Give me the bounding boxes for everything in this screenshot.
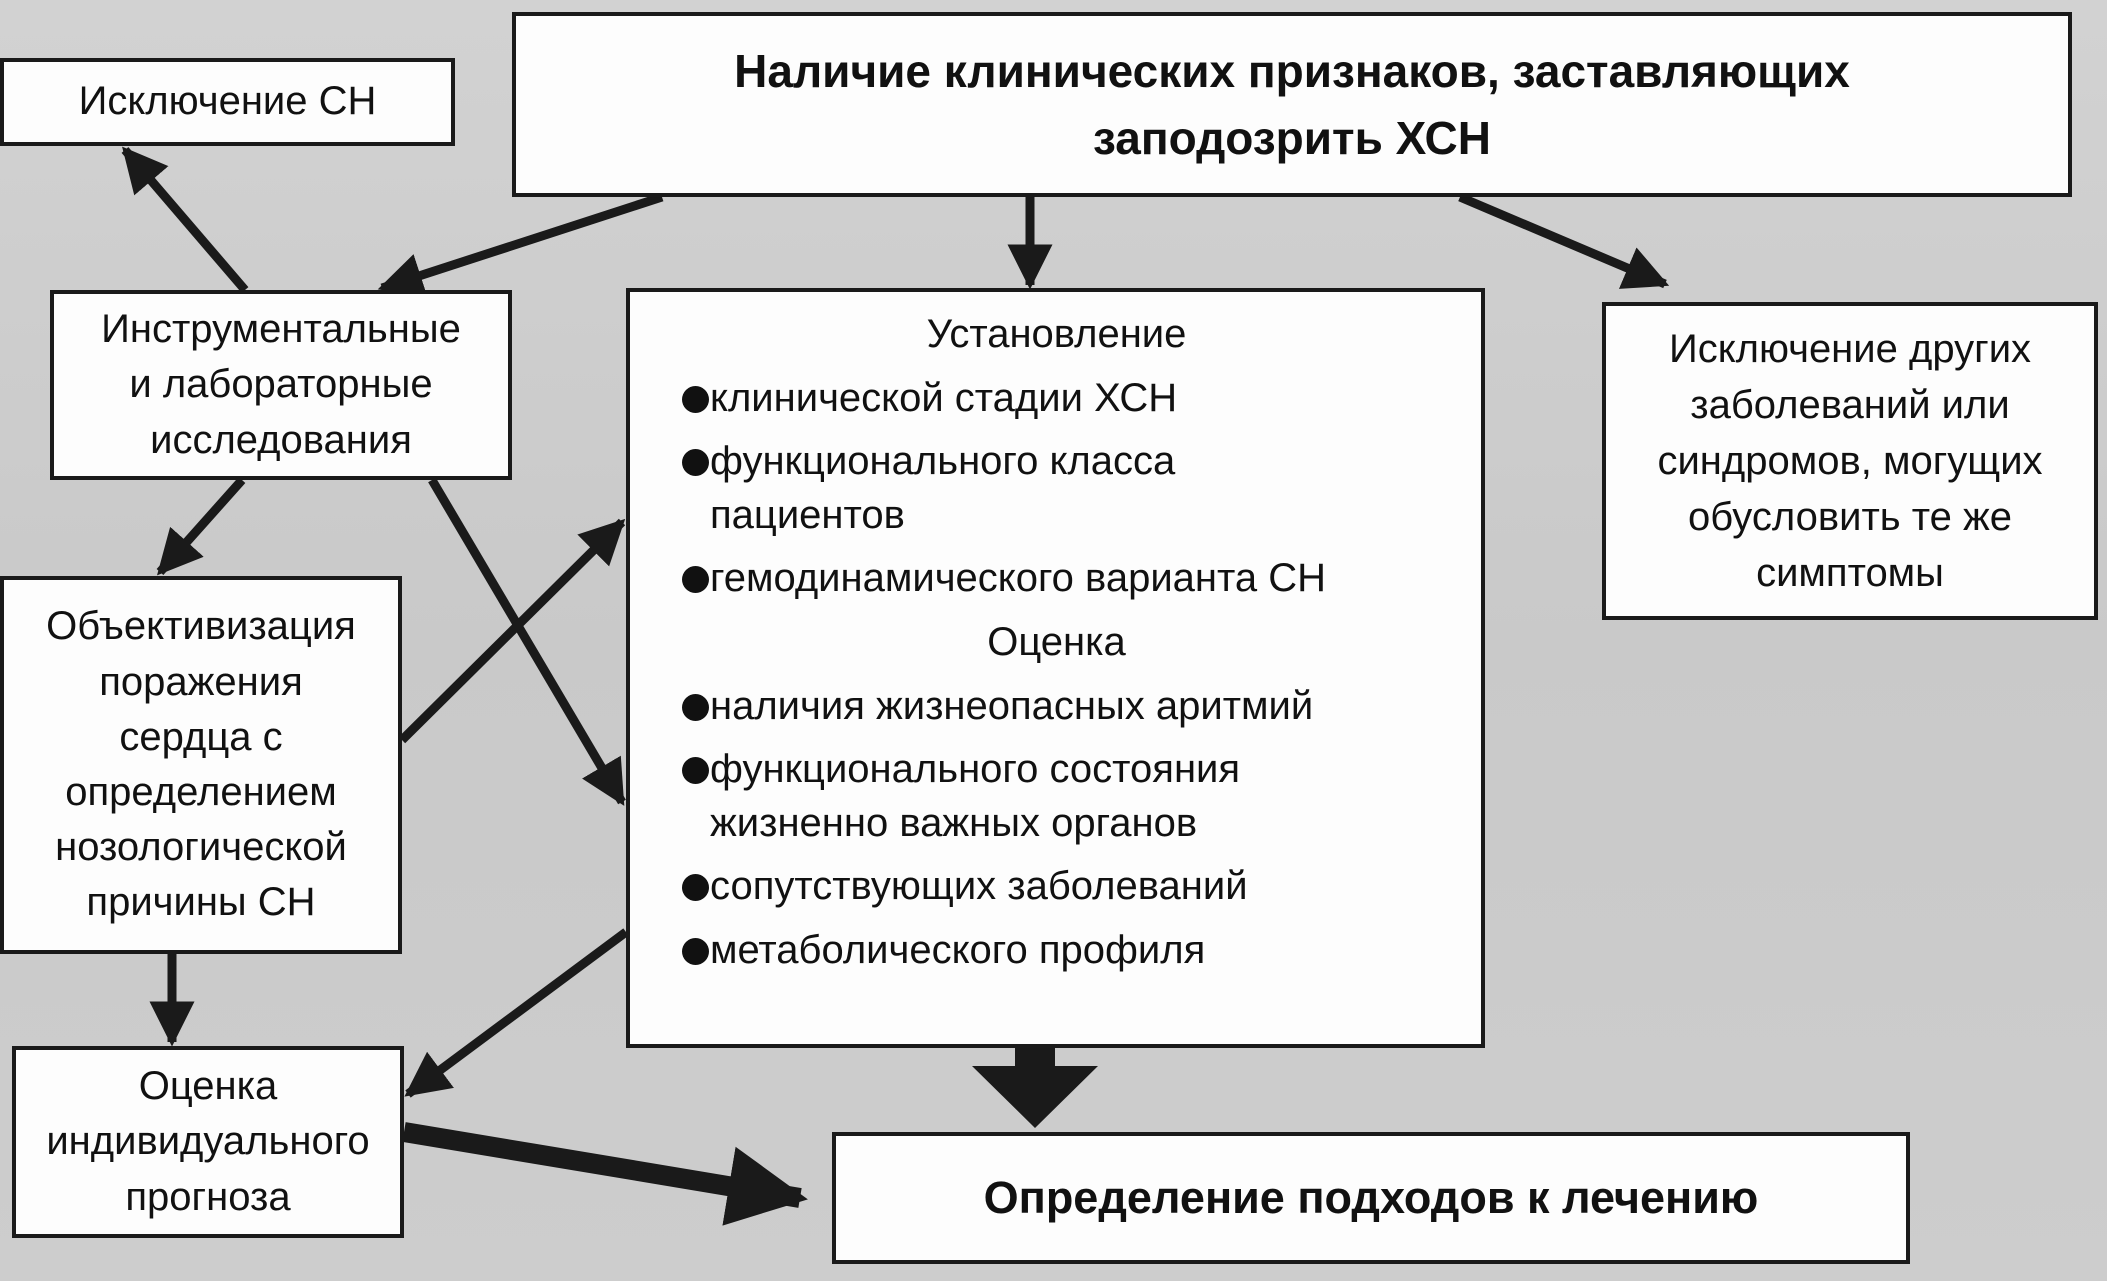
list-item: наличия жизнеопасных аритмий <box>652 680 1461 734</box>
list-item-text: функционального класса <box>710 439 1176 484</box>
objectivization-line-5: нозологической <box>55 825 347 870</box>
bullet-icon <box>682 693 709 721</box>
exclusion-other-line-5: симптомы <box>1756 551 1944 595</box>
arrow-prognosis-to-treatment <box>402 1122 808 1226</box>
arrow-instrumental-to-main <box>428 477 626 806</box>
prognosis-box: Оценка индивидуального прогноза <box>12 1046 404 1238</box>
arrow-instrumental-to-exclusion <box>121 146 249 293</box>
list-item: функционального состояния жизненно важны… <box>652 743 1461 850</box>
list-item: сопутствующих заболеваний <box>652 860 1461 914</box>
evaluation-header: Оценка <box>987 619 1126 664</box>
list-item: клинической стадии ХСН <box>652 372 1461 426</box>
list-item-text: гемодинамического варианта СН <box>710 556 1327 601</box>
list-item-text: клинической стадии ХСН <box>710 375 1178 420</box>
bullet-icon <box>682 566 709 594</box>
arrow-objectivization-to-main <box>398 518 626 744</box>
objectivization-box: Объективизация поражения сердца с опреде… <box>0 576 402 954</box>
prognosis-line-2: индивидуального <box>46 1119 370 1164</box>
objectivization-line-1: Объективизация <box>46 604 356 649</box>
objectivization-line-3: сердца с <box>119 714 283 759</box>
list-item-text: пациентов <box>710 492 905 537</box>
arrow-main-to-treatment <box>972 1048 1098 1128</box>
objectivization-line-4: определением <box>65 770 337 814</box>
exclusion-other-line-1: Исключение других <box>1668 327 2032 371</box>
treatment-box: Определение подходов к лечению <box>832 1132 1910 1264</box>
prognosis-line-1: Оценка <box>138 1064 278 1109</box>
exclusion-hf-text: Исключение СН <box>78 79 377 124</box>
list-item-text: функционального состояния <box>710 747 1241 792</box>
arrow-main-to-prognosis <box>404 928 629 1098</box>
bullet-icon <box>682 757 709 785</box>
treatment-text: Определение подходов к лечению <box>983 1171 1759 1223</box>
clinical-signs-line-1: Наличие клинических признаков, заставляю… <box>734 44 1850 97</box>
exclusion-hf-box: Исключение СН <box>0 58 455 146</box>
bullet-icon <box>682 937 709 965</box>
list-item-text: метаболического профиля <box>710 927 1206 972</box>
list-item-text: сопутствующих заболеваний <box>710 864 1248 909</box>
exclusion-other-line-4: обусловить те же <box>1688 495 2012 539</box>
arrow-instrumental-to-objectivization <box>156 477 246 576</box>
establishment-header: Установление <box>926 312 1187 356</box>
clinical-signs-box: Наличие клинических признаков, заставляю… <box>512 12 2072 197</box>
list-item: метаболического профиля <box>652 924 1461 978</box>
arrow-top-to-instrumental <box>377 192 664 297</box>
objectivization-line-2: поражения <box>99 659 303 704</box>
bullet-icon <box>682 874 709 902</box>
bullet-icon <box>682 449 709 477</box>
objectivization-line-6: причины СН <box>86 880 316 925</box>
assessment-box: Установление клинической стадии ХСН функ… <box>626 288 1485 1048</box>
arrow-top-to-other <box>1458 192 1670 289</box>
exclusion-other-line-2: заболеваний или <box>1690 383 2010 427</box>
instrumental-line-2: и лабораторные <box>129 362 433 407</box>
clinical-signs-line-2: заподозрить ХСН <box>1092 111 1491 164</box>
list-item: гемодинамического варианта СН <box>652 552 1461 606</box>
exclusion-other-box: Исключение других заболеваний или синдро… <box>1602 302 2098 620</box>
instrumental-line-1: Инструментальные <box>101 307 461 352</box>
instrumental-studies-box: Инструментальные и лабораторные исследов… <box>50 290 512 480</box>
bullet-icon <box>682 385 709 413</box>
exclusion-other-line-3: синдромов, могущих <box>1657 439 2043 483</box>
list-item: функционального класса пациентов <box>652 435 1461 542</box>
list-item-text: жизненно важных органов <box>710 800 1198 845</box>
instrumental-line-3: исследования <box>150 417 412 462</box>
prognosis-line-3: прогноза <box>125 1174 291 1219</box>
list-item-text: наличия жизнеопасных аритмий <box>710 683 1314 728</box>
